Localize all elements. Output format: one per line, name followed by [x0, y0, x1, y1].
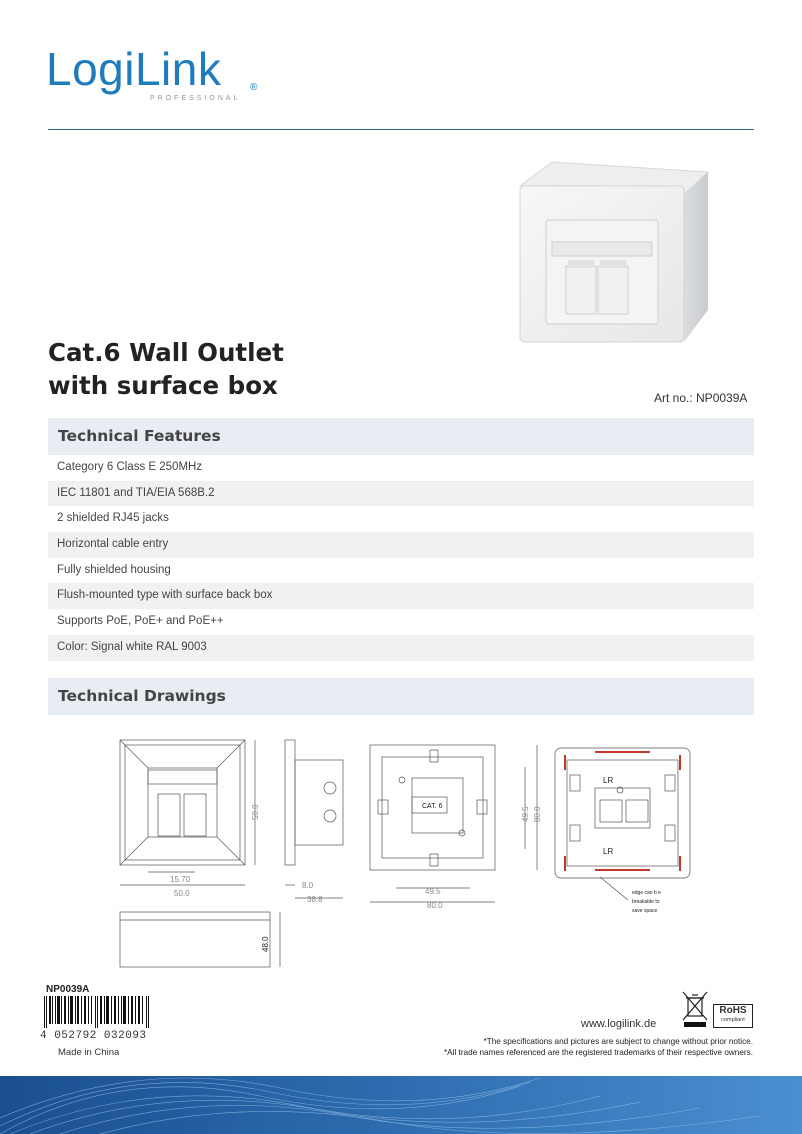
- registered-mark: ®: [250, 82, 258, 93]
- footer-band: [0, 1076, 802, 1134]
- feature-row: Fully shielded housing: [48, 558, 754, 584]
- title-line-1: Cat.6 Wall Outlet: [48, 338, 284, 367]
- logo-tagline: PROFESSIONAL: [150, 95, 241, 102]
- edge-note-line-1: edge can b e: [632, 890, 661, 896]
- feature-row: Flush-mounted type with surface back box: [48, 583, 754, 610]
- dim-49-5: 49.5: [425, 887, 441, 896]
- technical-drawings-header: Technical Drawings: [48, 678, 754, 715]
- feature-text: Color: Signal white RAL 9003: [57, 640, 207, 653]
- dim-80-0: 80.0: [427, 901, 443, 910]
- rohs-subtitle: compliant: [721, 1017, 745, 1023]
- feature-list: Category 6 Class E 250MHz IEC 11801 and …: [48, 455, 754, 661]
- feature-text: 2 shielded RJ45 jacks: [57, 512, 169, 525]
- disclaimer: *The specifications and pictures are sub…: [380, 1036, 753, 1058]
- technical-drawings: 15.70 50.0 50.0 8.0 38.8 49.5 80.0 49.5 …: [119, 739, 691, 968]
- lr-label-bottom: LR: [603, 847, 613, 856]
- rohs-badge: RoHS compliant: [713, 1004, 753, 1028]
- dim-49-5-vertical: 49.5: [521, 806, 530, 822]
- weee-bin-icon: [682, 991, 708, 1027]
- edge-note-line-2: breakable to: [632, 899, 660, 905]
- dim-38-8: 38.8: [307, 895, 323, 904]
- feature-row: 2 shielded RJ45 jacks: [48, 506, 754, 532]
- dim-15-70: 15.70: [170, 875, 191, 884]
- feature-text: Flush-mounted type with surface back box: [57, 589, 273, 602]
- logilink-logo: LogiLink ® PROFESSIONAL: [46, 43, 257, 102]
- dim-48-0: 48.0: [261, 936, 270, 952]
- lr-label-top: LR: [603, 776, 613, 785]
- feature-text: Fully shielded housing: [57, 563, 171, 576]
- article-number: Art no.: NP0039A: [654, 391, 748, 405]
- footer-article-code: NP0039A: [46, 984, 90, 995]
- feature-text: Horizontal cable entry: [57, 538, 169, 551]
- logo-wordmark: LogiLink: [46, 43, 222, 95]
- made-in-label: Made in China: [58, 1047, 120, 1058]
- feature-row: Horizontal cable entry: [48, 532, 754, 558]
- dim-50-0-vertical: 50.0: [251, 804, 260, 820]
- feature-row: Category 6 Class E 250MHz: [48, 455, 754, 481]
- barcode-number: 4 052792 032093: [40, 1030, 147, 1042]
- header-divider: [48, 129, 754, 130]
- technical-features-title: Technical Features: [58, 427, 221, 445]
- website-link[interactable]: www.logilink.de: [581, 1018, 657, 1030]
- feature-row: Supports PoE, PoE+ and PoE++: [48, 609, 754, 635]
- disclaimer-line-2: *All trade names referenced are the regi…: [444, 1048, 753, 1057]
- product-title: Cat.6 Wall Outlet with surface box: [48, 336, 284, 402]
- feature-text: IEC 11801 and TIA/EIA 568B.2: [57, 486, 215, 499]
- disclaimer-line-1: *The specifications and pictures are sub…: [483, 1037, 753, 1046]
- technical-drawings-title: Technical Drawings: [58, 687, 226, 705]
- feature-row: IEC 11801 and TIA/EIA 568B.2: [48, 480, 754, 507]
- product-photo: [518, 161, 710, 343]
- dim-50-0: 50.0: [174, 889, 190, 898]
- edge-note-line-3: save space: [632, 908, 658, 914]
- barcode-icon: [44, 996, 149, 1028]
- dim-80-0-vertical: 80.0: [533, 806, 542, 822]
- dim-8-0: 8.0: [302, 881, 314, 890]
- feature-text: Category 6 Class E 250MHz: [57, 461, 203, 473]
- rohs-title: RoHS: [719, 1005, 747, 1016]
- title-line-2: with surface box: [48, 371, 278, 400]
- feature-text: Supports PoE, PoE+ and PoE++: [57, 615, 224, 628]
- feature-row: Color: Signal white RAL 9003: [48, 634, 754, 661]
- cat6-label: CAT. 6: [422, 803, 443, 810]
- technical-features-header: Technical Features: [48, 418, 754, 455]
- footer-wave-pattern: [0, 1077, 761, 1134]
